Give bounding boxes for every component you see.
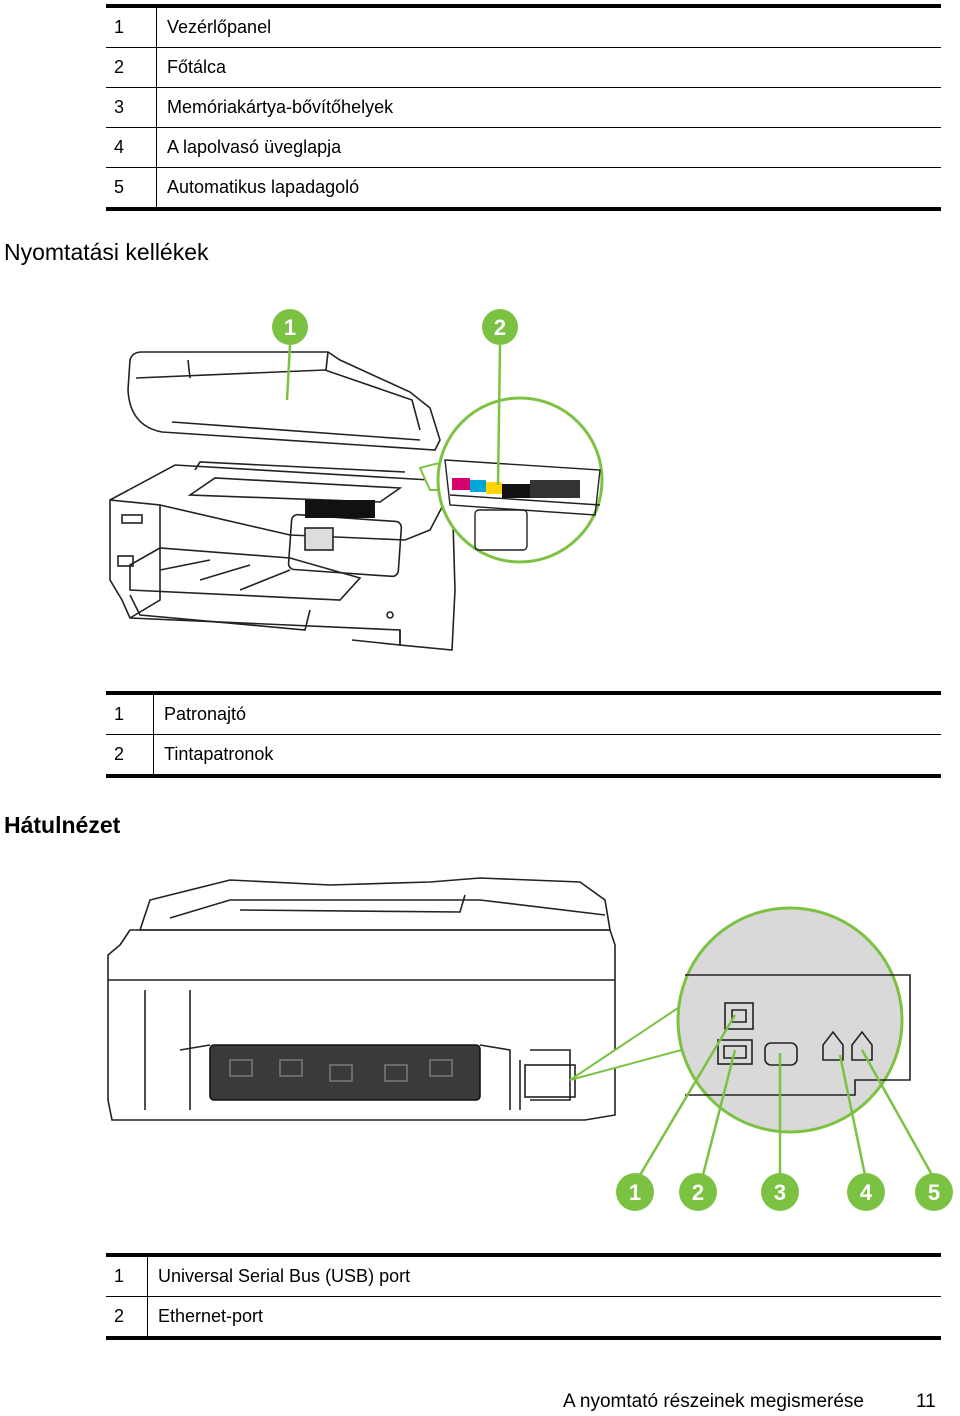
row-label: Tintapatronok: [164, 744, 274, 764]
callout-1: 1: [616, 1173, 654, 1211]
table-row: 2 Főtálca: [106, 47, 941, 88]
row-number: 1: [106, 1255, 148, 1297]
table-row: 3 Memóriakártya-bővítőhelyek: [106, 87, 941, 128]
row-number: 5: [106, 167, 157, 209]
callout-3: 3: [761, 1173, 799, 1211]
row-label: Memóriakártya-bővítőhelyek: [167, 97, 394, 117]
callout-2: 2: [679, 1173, 717, 1211]
callout-2: 2: [482, 309, 518, 345]
row-number: 1: [106, 6, 157, 48]
footer-chapter-title: A nyomtató részeinek megismerése: [563, 1391, 864, 1412]
printer-rear-illustration: 1 2 3 4 5: [107, 877, 953, 1211]
svg-text:2: 2: [494, 315, 506, 340]
svg-text:1: 1: [629, 1180, 641, 1205]
svg-text:3: 3: [774, 1180, 786, 1205]
row-label: Automatikus lapadagoló: [167, 177, 360, 197]
parts-table-rear: 1 Universal Serial Bus (USB) port 2 Ethe…: [106, 1253, 941, 1340]
table-row: 1 Vezérlőpanel: [106, 6, 941, 48]
row-label: A lapolvasó üveglapja: [167, 137, 342, 157]
row-number: 2: [106, 47, 157, 88]
section-heading-rear: Hátulnézet: [4, 812, 121, 838]
svg-text:2: 2: [692, 1180, 704, 1205]
row-label: Universal Serial Bus (USB) port: [158, 1266, 411, 1286]
svg-text:5: 5: [928, 1180, 940, 1205]
svg-text:4: 4: [860, 1180, 873, 1205]
parts-table-supplies: 1 Patronajtó 2 Tintapatronok: [106, 691, 941, 778]
row-label: Ethernet-port: [158, 1306, 264, 1326]
page-number: 11: [916, 1391, 936, 1412]
callout-4: 4: [847, 1173, 885, 1211]
row-label: Patronajtó: [164, 704, 247, 724]
table-row: 5 Automatikus lapadagoló: [106, 167, 941, 209]
parts-table-top: 1 Vezérlőpanel 2 Főtálca 3 Memóriakártya…: [106, 4, 941, 211]
table-row: 2 Tintapatronok: [106, 734, 941, 776]
table-row: 2 Ethernet-port: [106, 1296, 941, 1338]
callout-1: 1: [272, 309, 308, 345]
svg-text:1: 1: [284, 315, 296, 340]
row-number: 2: [106, 1296, 148, 1338]
row-number: 1: [106, 693, 154, 735]
row-number: 3: [106, 87, 157, 128]
row-label: Vezérlőpanel: [167, 17, 272, 37]
callout-5: 5: [915, 1173, 953, 1211]
row-number: 2: [106, 734, 154, 776]
printer-supplies-illustration: 1 2: [109, 309, 604, 651]
section-heading-supplies: Nyomtatási kellékek: [4, 239, 209, 265]
table-row: 4 A lapolvasó üveglapja: [106, 127, 941, 168]
table-row: 1 Patronajtó: [106, 693, 941, 735]
row-number: 4: [106, 127, 157, 168]
table-row: 1 Universal Serial Bus (USB) port: [106, 1255, 941, 1297]
row-label: Főtálca: [167, 57, 227, 77]
